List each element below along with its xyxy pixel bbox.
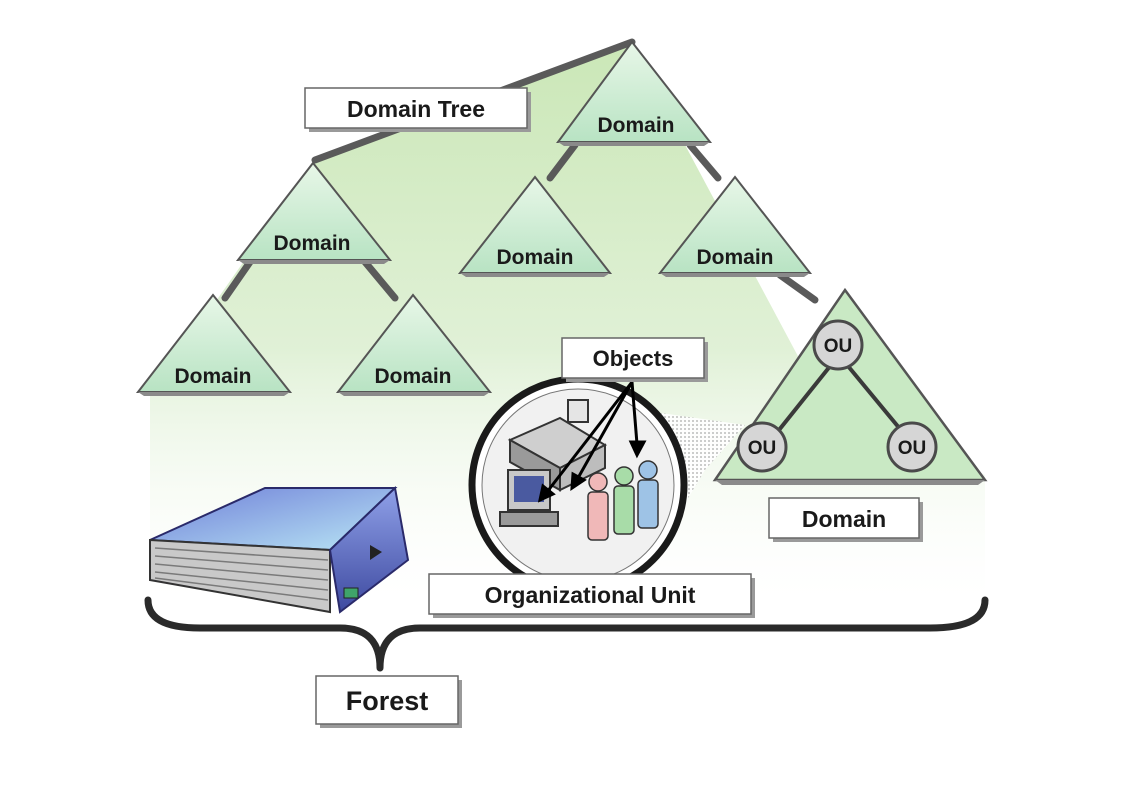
domain-label: Domain bbox=[374, 365, 451, 388]
computer-icon bbox=[499, 469, 559, 527]
objects-arrows bbox=[537, 381, 647, 503]
ou-node-left: OU bbox=[736, 421, 788, 473]
domain-label: Domain bbox=[174, 365, 251, 388]
domain-label: Domain bbox=[496, 246, 573, 269]
domain-triangle-root: Domain bbox=[556, 40, 713, 146]
domain-label: Domain bbox=[696, 246, 773, 269]
domain-label: Domain bbox=[273, 232, 350, 255]
ou-node-right: OU bbox=[886, 421, 938, 473]
domain-triangle-left-parent: Domain bbox=[235, 161, 393, 264]
forest-label-box: Forest bbox=[315, 675, 462, 728]
domain-triangle-bottom-right: Domain bbox=[335, 293, 493, 396]
ou-connectors bbox=[773, 358, 907, 437]
ou-label: OU bbox=[824, 336, 853, 357]
organizational-unit-label-box: Organizational Unit bbox=[428, 573, 755, 618]
book-icon bbox=[149, 485, 410, 614]
objects-label: Objects bbox=[593, 346, 674, 371]
domain-with-ous: OU OU OU bbox=[712, 287, 988, 485]
forest-brace bbox=[144, 596, 989, 672]
users-icon bbox=[587, 460, 659, 541]
ou-node-top: OU bbox=[812, 319, 864, 371]
domain-label-box: Domain bbox=[768, 497, 923, 542]
domain-triangle-mid: Domain bbox=[457, 175, 613, 277]
ou-label: OU bbox=[898, 438, 927, 459]
forest-label: Forest bbox=[346, 686, 429, 716]
ou-label: OU bbox=[748, 438, 777, 459]
organizational-unit-label: Organizational Unit bbox=[485, 582, 696, 608]
domain-triangle-bottom-left: Domain bbox=[135, 293, 293, 396]
ou-detail-circle bbox=[468, 375, 688, 595]
objects-label-box: Objects bbox=[561, 337, 708, 382]
domain-box-label: Domain bbox=[802, 506, 886, 532]
domain-label: Domain bbox=[597, 114, 674, 137]
domain-tree-label: Domain Tree bbox=[347, 96, 485, 122]
domain-tree-label-box: Domain Tree bbox=[304, 87, 531, 132]
domain-triangle-right: Domain bbox=[657, 175, 813, 277]
